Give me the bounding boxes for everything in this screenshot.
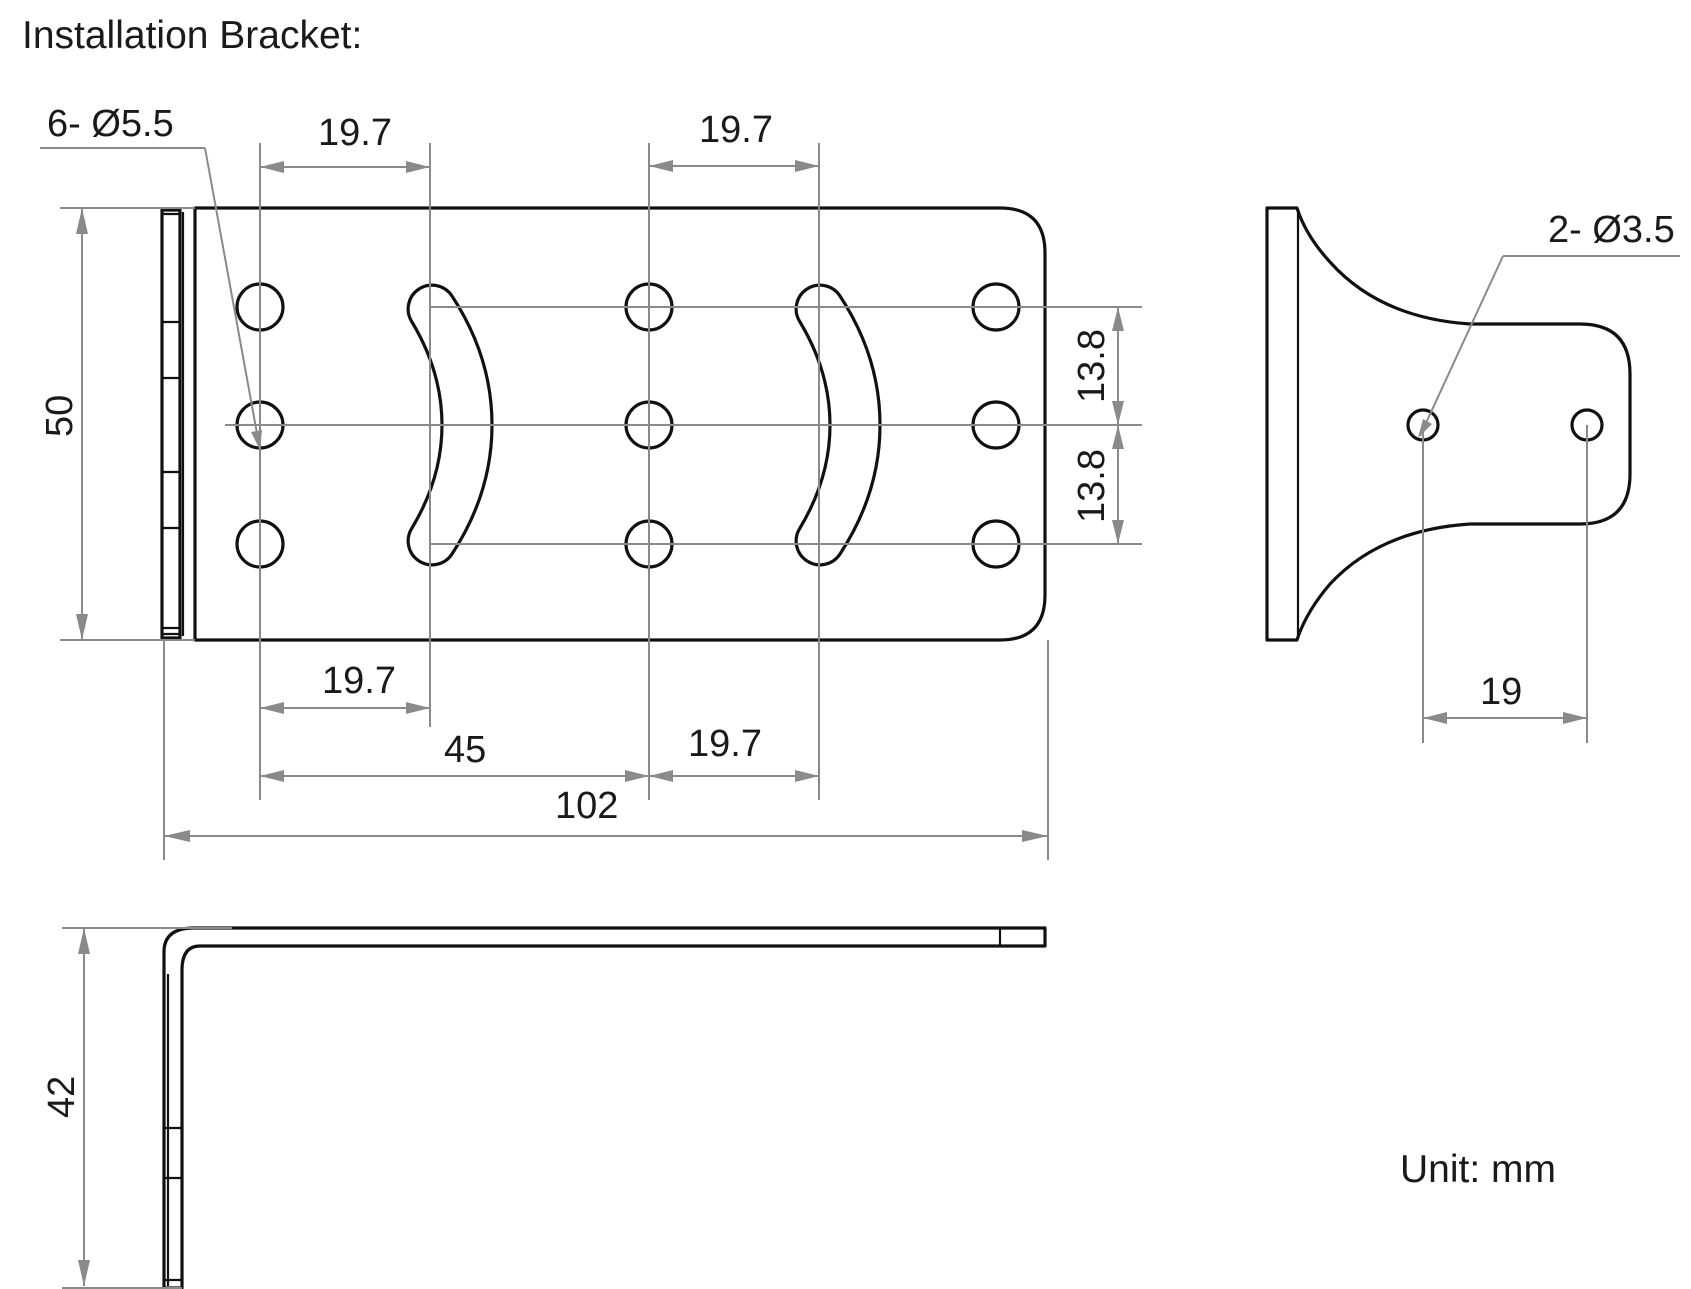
hole-to-center-label: 45 — [444, 729, 486, 771]
bottom-right-pitch-label: 19.7 — [688, 723, 762, 765]
hole-callout-label: 6- Ø5.5 — [47, 103, 174, 145]
drawing-title: Installation Bracket: — [22, 14, 363, 57]
overall-length-label: 102 — [555, 785, 618, 827]
flange-height-label: 42 — [41, 1076, 83, 1118]
bottom-left-pitch-label: 19.7 — [322, 660, 396, 702]
top-right-pitch-label: 19.7 — [699, 109, 773, 151]
top-view: 6- Ø5.5 19.7 19.7 19.7 45 19.7 102 50 13… — [39, 103, 1142, 860]
side-view: 2- Ø3.5 19 — [1265, 206, 1680, 743]
side-hole-spacing-label: 19 — [1480, 671, 1522, 713]
dimension-lines — [76, 160, 1124, 842]
arc-slot — [406, 283, 494, 567]
unit-label: Unit: mm — [1400, 1148, 1556, 1191]
overall-width-label: 50 — [39, 395, 81, 437]
arc-slot — [794, 283, 882, 567]
top-left-pitch-label: 19.7 — [318, 112, 392, 154]
l-profile-outline — [162, 926, 1047, 1289]
front-view: 42 — [41, 926, 1047, 1289]
lower-row-spacing-label: 13.8 — [1071, 449, 1113, 523]
flange-edge-strip — [160, 208, 182, 640]
side-profile-outline — [1265, 206, 1632, 642]
upper-row-spacing-label: 13.8 — [1071, 329, 1113, 403]
small-hole-callout-label: 2- Ø3.5 — [1548, 209, 1675, 251]
bracket-plate-outline — [193, 206, 1047, 642]
